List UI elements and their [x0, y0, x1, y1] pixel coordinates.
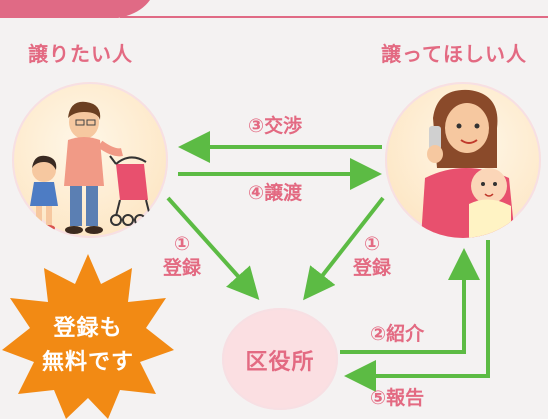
baby-figure-icon	[469, 168, 511, 238]
adult-figure-icon	[64, 101, 123, 234]
giver-label: 譲りたい人	[28, 42, 133, 66]
city-office-label: 区役所	[245, 350, 315, 375]
child-figure-icon	[30, 155, 58, 231]
step-register-left-number: ①	[173, 233, 191, 255]
step-negotiation-label: ③交渉	[248, 115, 303, 137]
step-register-right-text: 登録	[352, 257, 391, 279]
step-introduction-label: ②紹介	[370, 323, 425, 345]
step-transfer-label: ④譲渡	[248, 182, 303, 204]
badge-line-1: 登録も	[53, 316, 123, 341]
city-office-node	[222, 308, 338, 410]
free-registration-text: 登録も 無料です	[0, 312, 176, 380]
register-left-arrow	[166, 196, 260, 300]
step-register-left-text: 登録	[162, 257, 201, 279]
step-register-right-label: ① 登録	[350, 232, 394, 280]
free-registration-badge	[2, 254, 174, 419]
giver-illustration	[12, 82, 168, 238]
introduction-arrow	[340, 248, 480, 354]
taker-illustration	[385, 82, 541, 238]
top-banner-decoration	[0, 0, 548, 18]
taker-label: 譲ってほしい人	[381, 42, 527, 66]
report-arrow	[344, 240, 490, 392]
step-report-label: ⑤報告	[370, 387, 425, 409]
badge-line-2: 無料です	[41, 350, 134, 375]
step-register-right-number: ①	[363, 233, 381, 255]
step-register-left-label: ① 登録	[160, 232, 204, 280]
register-right-arrow	[303, 196, 385, 301]
